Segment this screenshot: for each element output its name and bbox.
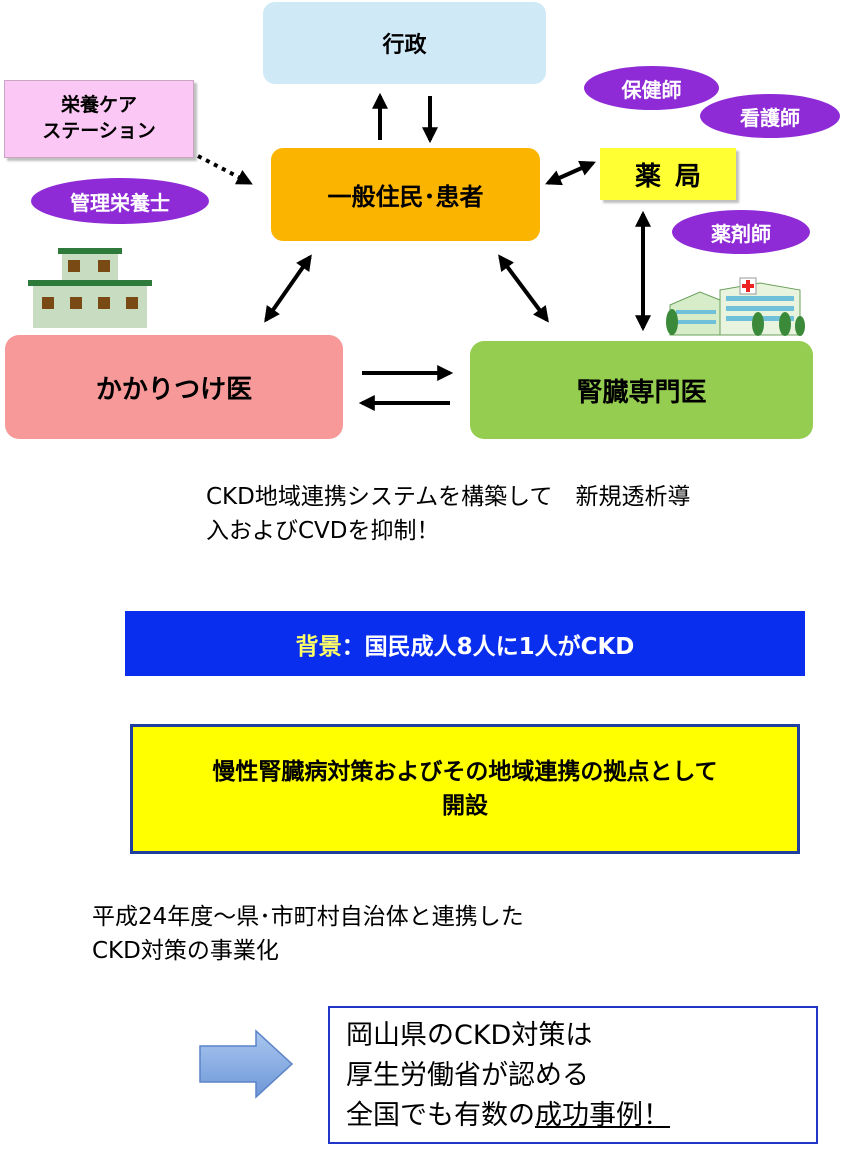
background-colon: ： [341, 633, 365, 660]
heisei-line1: 平成24年度～県･市町村自治体と連携した [92, 904, 524, 930]
node-eiyo-care-station: 栄養ケア ステーション [4, 80, 194, 158]
node-eiyo-line2: ステーション [42, 120, 156, 142]
role-kanri-eiyoshi: 管理栄養士 [31, 178, 209, 224]
role-yakuzaishi: 薬剤師 [672, 210, 810, 254]
heisei-line2: CKD対策の事業化 [92, 938, 279, 964]
okayama-line3: 全国でも有数の成功事例！ [346, 1096, 800, 1136]
role-yakuzaishi-label: 薬剤師 [711, 221, 771, 246]
ckd-system-line1: CKD地域連携システムを構築して 新規透析導 [206, 484, 691, 510]
role-hokenshi-label: 保健師 [621, 77, 682, 102]
kaisetsu-box: 慢性腎臓病対策およびその地域連携の拠点として 開設 [130, 724, 800, 854]
node-gyosei: 行政 [263, 2, 546, 84]
node-jumin-label: 一般住民･患者 [327, 183, 484, 211]
node-ippan-jumin: 一般住民･患者 [271, 148, 540, 241]
arrow-jumin-jinzo [498, 254, 549, 323]
okayama-callout: 岡山県のCKD対策は 厚生労働省が認める 全国でも有数の成功事例！ [328, 1006, 818, 1144]
node-kakaritsuke: かかりつけ医 [5, 335, 343, 439]
background-text: 国民成人8人に1人がCKD [364, 633, 635, 660]
background-label: 背景 [295, 633, 342, 660]
role-kangoshi-label: 看護師 [740, 105, 800, 130]
heisei-text: 平成24年度～県･市町村自治体と連携した CKD対策の事業化 [92, 900, 524, 968]
kaisetsu-line1: 慢性腎臓病対策およびその地域連携の拠点として [212, 759, 718, 785]
hospital-icon [666, 277, 805, 336]
kaisetsu-line2: 開設 [442, 793, 488, 819]
arrow-jumin-kakaritsuke [264, 254, 312, 323]
ckd-system-line2: 入およびCVDを抑制！ [206, 518, 440, 544]
role-kangoshi: 看護師 [700, 94, 840, 138]
node-yakkyoku: 薬局 [600, 148, 736, 200]
arrow-jumin-yakkyoku [545, 160, 596, 186]
node-kakaritsuke-label: かかりつけ医 [95, 374, 253, 405]
okayama-line1: 岡山県のCKD対策は [346, 1020, 593, 1051]
role-hokenshi: 保健師 [584, 66, 719, 110]
role-kanri-label: 管理栄養士 [70, 190, 170, 215]
okayama-line3-prefix: 全国でも有数の [346, 1100, 535, 1131]
okayama-success-case: 成功事例！ [535, 1100, 670, 1131]
node-jinzo-senmon: 腎臓専門医 [470, 341, 813, 439]
node-gyosei-label: 行政 [382, 33, 427, 58]
node-jinzo-label: 腎臓専門医 [576, 377, 707, 408]
background-banner: 背景：国民成人8人に1人がCKD [125, 611, 805, 676]
arrow-right-icon [199, 1029, 294, 1099]
ckd-system-text: CKD地域連携システムを構築して 新規透析導 入およびCVDを抑制！ [206, 480, 690, 548]
building-icon [28, 248, 152, 328]
node-eiyo-line1: 栄養ケア [60, 94, 137, 117]
node-yakkyoku-label: 薬局 [634, 161, 715, 192]
okayama-line2: 厚生労働省が認める [346, 1060, 589, 1091]
arrow-dotted-eiyo-to-jumin [197, 154, 253, 185]
